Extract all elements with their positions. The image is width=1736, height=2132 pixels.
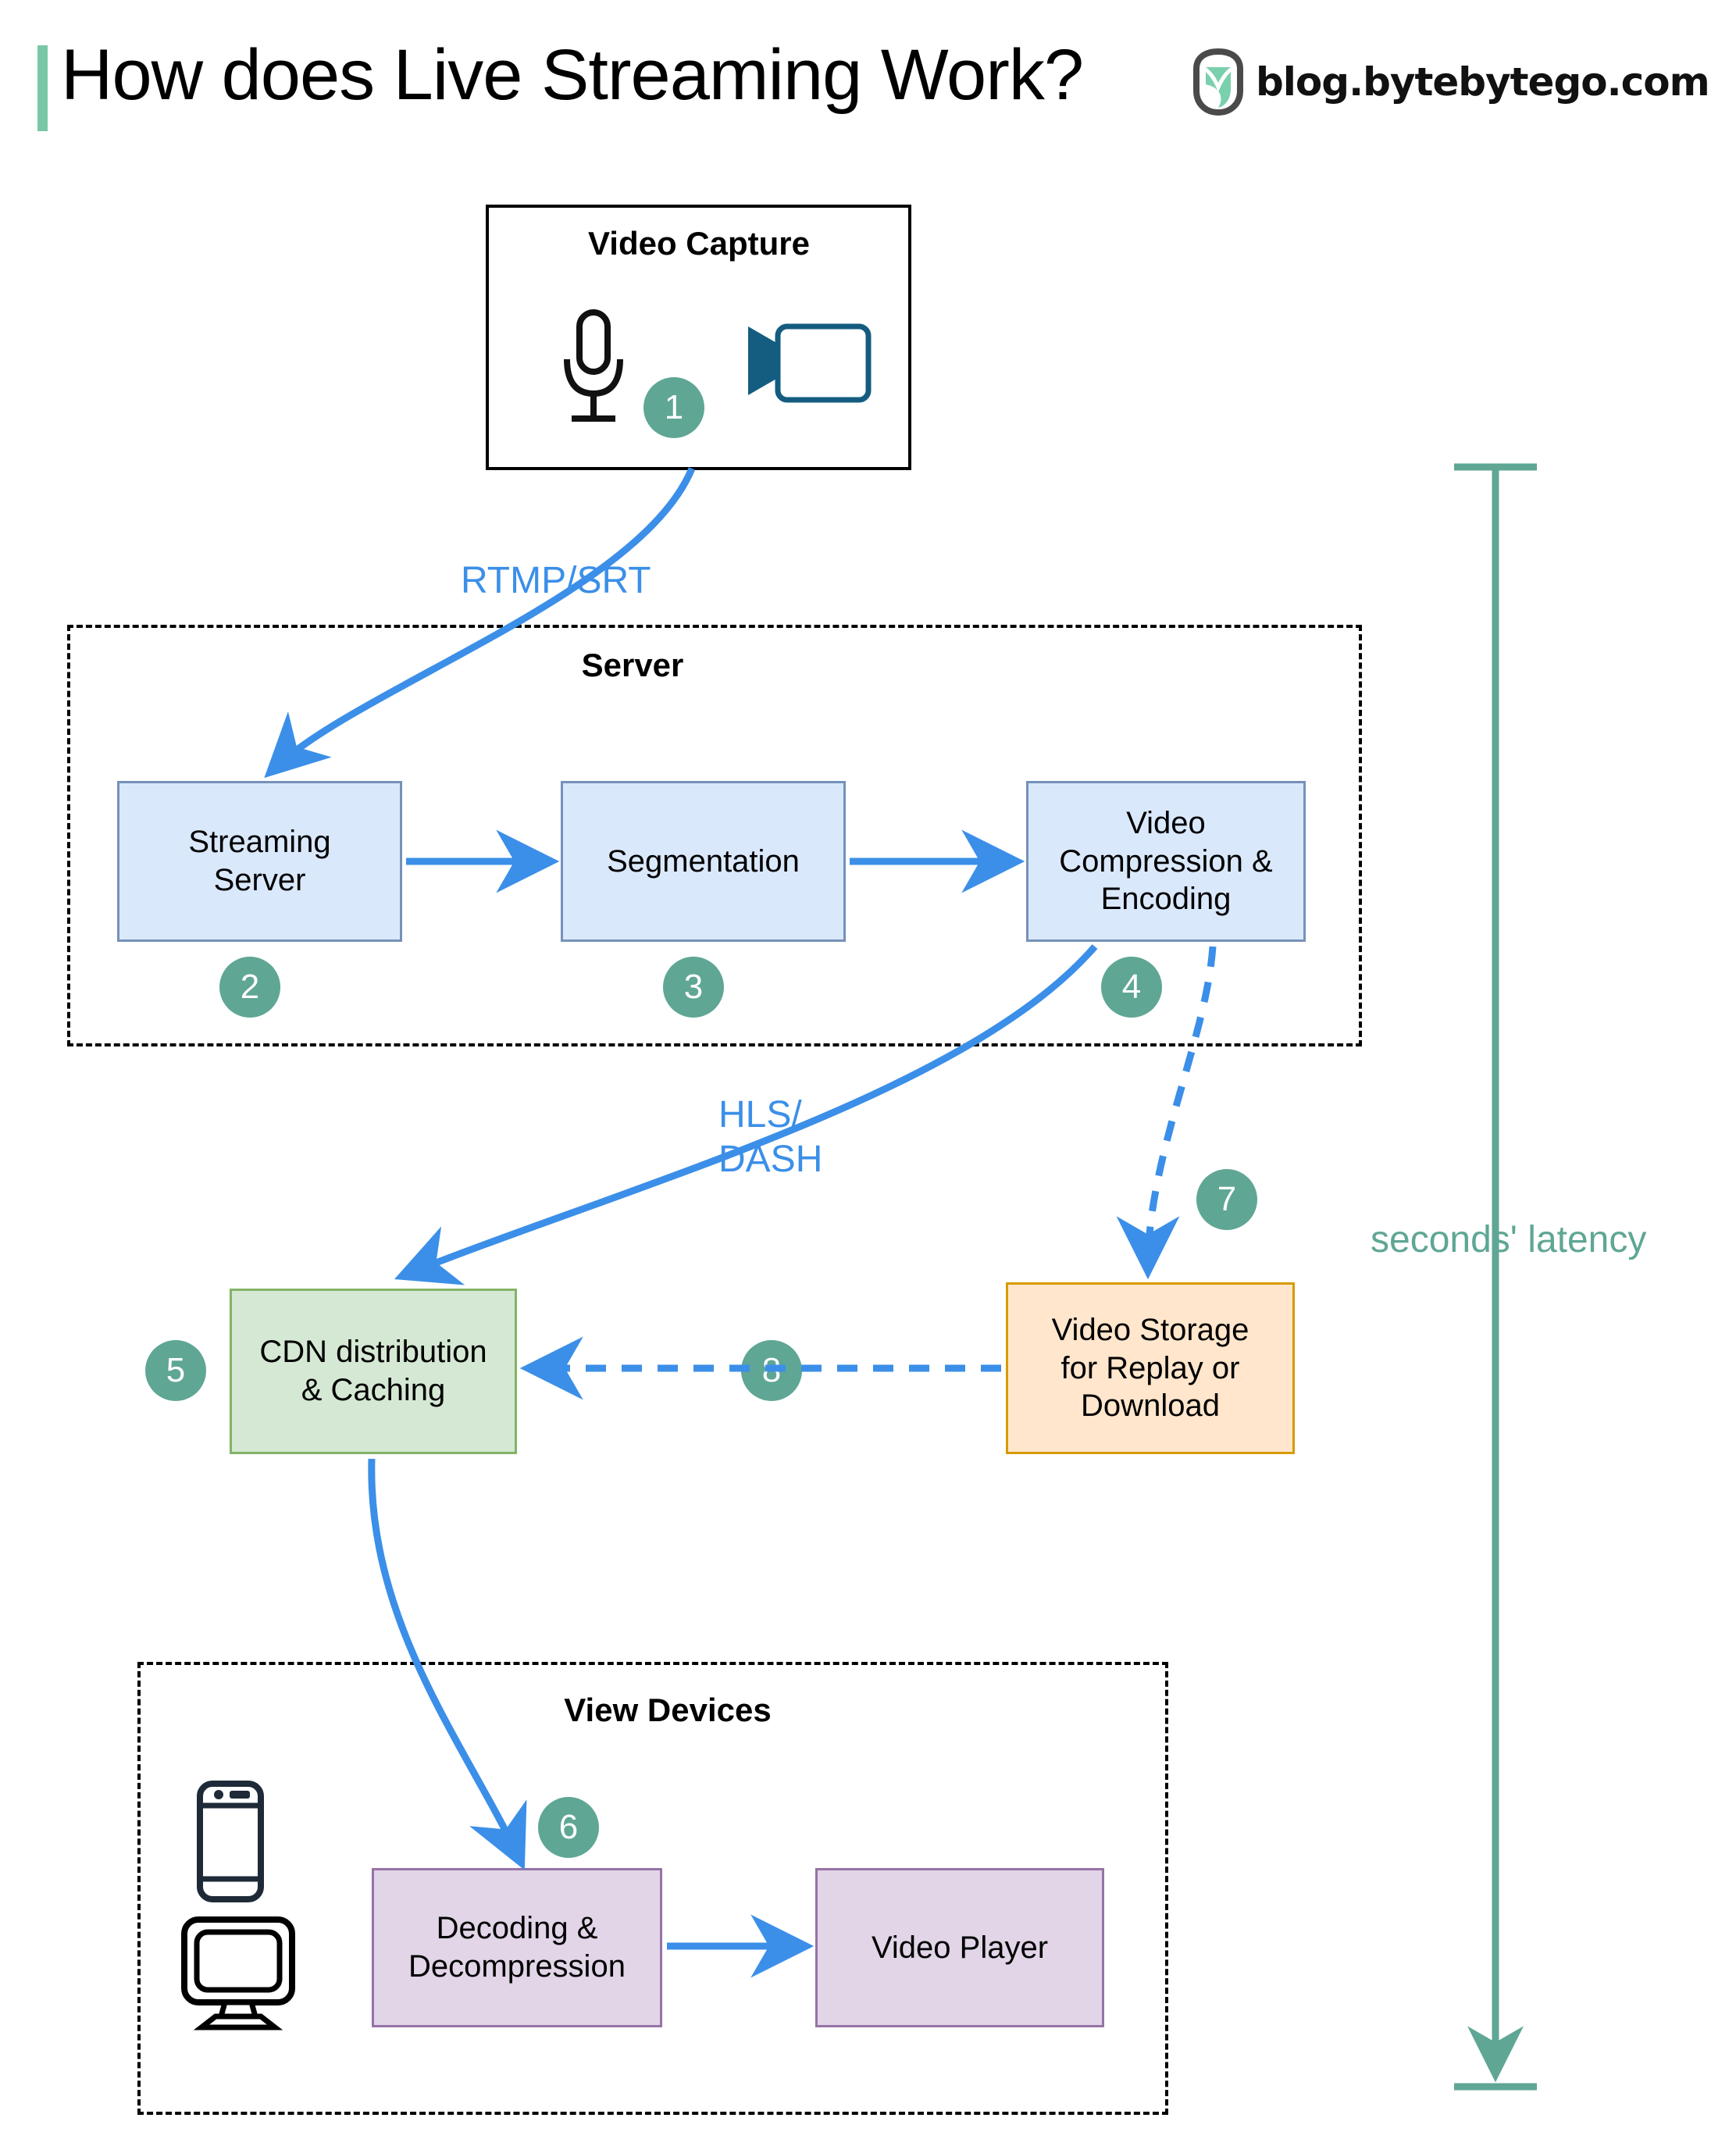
latency-annotation: seconds' latency bbox=[1371, 1219, 1647, 1260]
brand-url: blog.bytebytego.com bbox=[1256, 59, 1710, 105]
badge-7: 7 bbox=[1196, 1169, 1257, 1230]
page-header: How does Live Streaming Work? blog.byteb… bbox=[0, 0, 1736, 164]
brand-block: blog.bytebytego.com bbox=[1189, 48, 1710, 116]
node-video-player[interactable]: Video Player bbox=[815, 1868, 1104, 2027]
badge-5: 5 bbox=[145, 1340, 206, 1401]
microphone-icon bbox=[564, 309, 623, 422]
edge-label-hls-dash: HLS/ DASH bbox=[718, 1094, 823, 1180]
video-capture-title: Video Capture bbox=[588, 225, 810, 262]
view-devices-group bbox=[137, 1662, 1168, 2115]
badge-6: 6 bbox=[538, 1797, 599, 1858]
badge-1: 1 bbox=[643, 377, 704, 438]
badge-3: 3 bbox=[663, 957, 724, 1018]
node-cdn-distribution[interactable]: CDN distribution & Caching bbox=[230, 1289, 517, 1454]
node-segmentation[interactable]: Segmentation bbox=[561, 781, 846, 942]
badge-4: 4 bbox=[1101, 957, 1162, 1018]
mobile-phone-icon bbox=[197, 1781, 264, 1902]
badge-8: 8 bbox=[741, 1340, 802, 1401]
node-streaming-server[interactable]: Streaming Server bbox=[117, 781, 402, 942]
title-accent-bar bbox=[37, 45, 48, 131]
video-camera-icon bbox=[748, 323, 872, 403]
node-video-compression[interactable]: Video Compression & Encoding bbox=[1026, 781, 1306, 942]
edge-label-rtmp-srt: RTMP/SRT bbox=[461, 560, 651, 601]
node-video-storage[interactable]: Video Storage for Replay or Download bbox=[1006, 1282, 1295, 1454]
desktop-monitor-icon bbox=[181, 1916, 295, 2030]
server-group-title: Server bbox=[581, 647, 684, 683]
page-title: How does Live Streaming Work? bbox=[61, 35, 1084, 115]
bytebytego-logo-icon bbox=[1193, 48, 1243, 116]
badge-2: 2 bbox=[219, 957, 280, 1018]
node-decoding-decompression[interactable]: Decoding & Decompression bbox=[372, 1868, 662, 2027]
view-devices-title: View Devices bbox=[564, 1692, 772, 1728]
